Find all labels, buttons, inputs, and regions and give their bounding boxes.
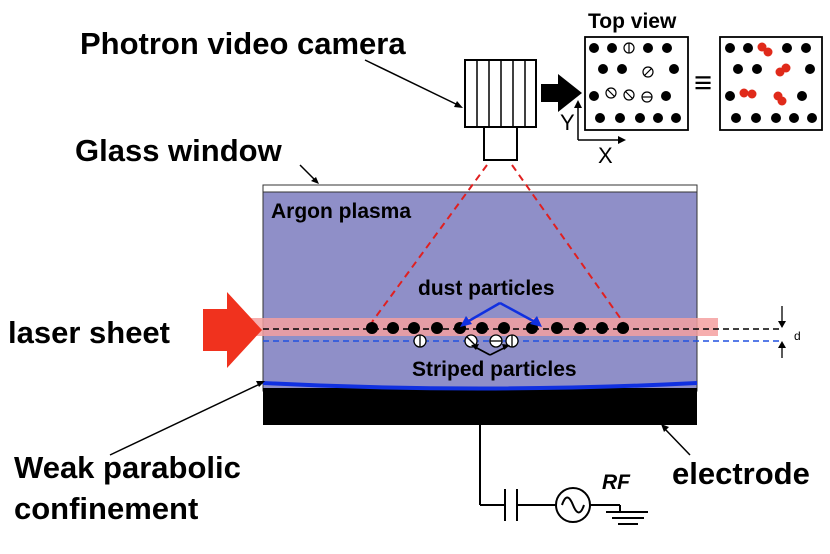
ground-icon <box>606 505 648 525</box>
electrode-label: electrode <box>672 456 810 491</box>
ac-source-icon <box>555 487 591 523</box>
electrode <box>263 388 697 425</box>
weak-parabolic-label: Weak parabolic <box>14 450 241 485</box>
axis-x-label: X <box>598 143 613 168</box>
camera-icon <box>464 59 537 161</box>
glass-window-label: Glass window <box>75 133 283 168</box>
big-arrow-icon <box>541 74 582 112</box>
dust-particle-row <box>366 322 629 334</box>
capacitor-icon <box>504 489 518 521</box>
rf-circuit <box>479 425 648 525</box>
axis-y-label: Y <box>560 110 575 135</box>
dust-particles-arrows <box>460 301 542 327</box>
equivalence-sign: ≡ <box>694 65 712 100</box>
parabolic-confinement-curve <box>262 381 698 391</box>
view-cone-right <box>511 164 624 323</box>
laser-arrow-icon <box>203 292 262 368</box>
leader-lines <box>109 59 691 456</box>
laser-sheet-label: laser sheet <box>8 315 170 350</box>
rf-label: RF <box>602 471 631 494</box>
xy-axes <box>574 100 626 144</box>
view-cone-left <box>371 164 488 323</box>
thickness-indicator: d <box>778 306 801 358</box>
camera-label: Photron video camera <box>80 26 406 61</box>
argon-plasma-label: Argon plasma <box>271 200 411 223</box>
thickness-label: d <box>794 329 801 343</box>
striped-particles-label: Striped particles <box>412 358 577 381</box>
dust-particles-label: dust particles <box>418 277 555 300</box>
plasma-chamber <box>262 190 698 392</box>
striped-particles <box>413 334 519 348</box>
glass-window <box>262 184 698 193</box>
top-view-label: Top view <box>588 10 677 33</box>
top-view-panel-colored <box>719 36 823 131</box>
confinement-label: confinement <box>14 491 198 526</box>
striped-particles-arrows <box>471 344 510 356</box>
top-view-panel-striped <box>584 36 689 131</box>
